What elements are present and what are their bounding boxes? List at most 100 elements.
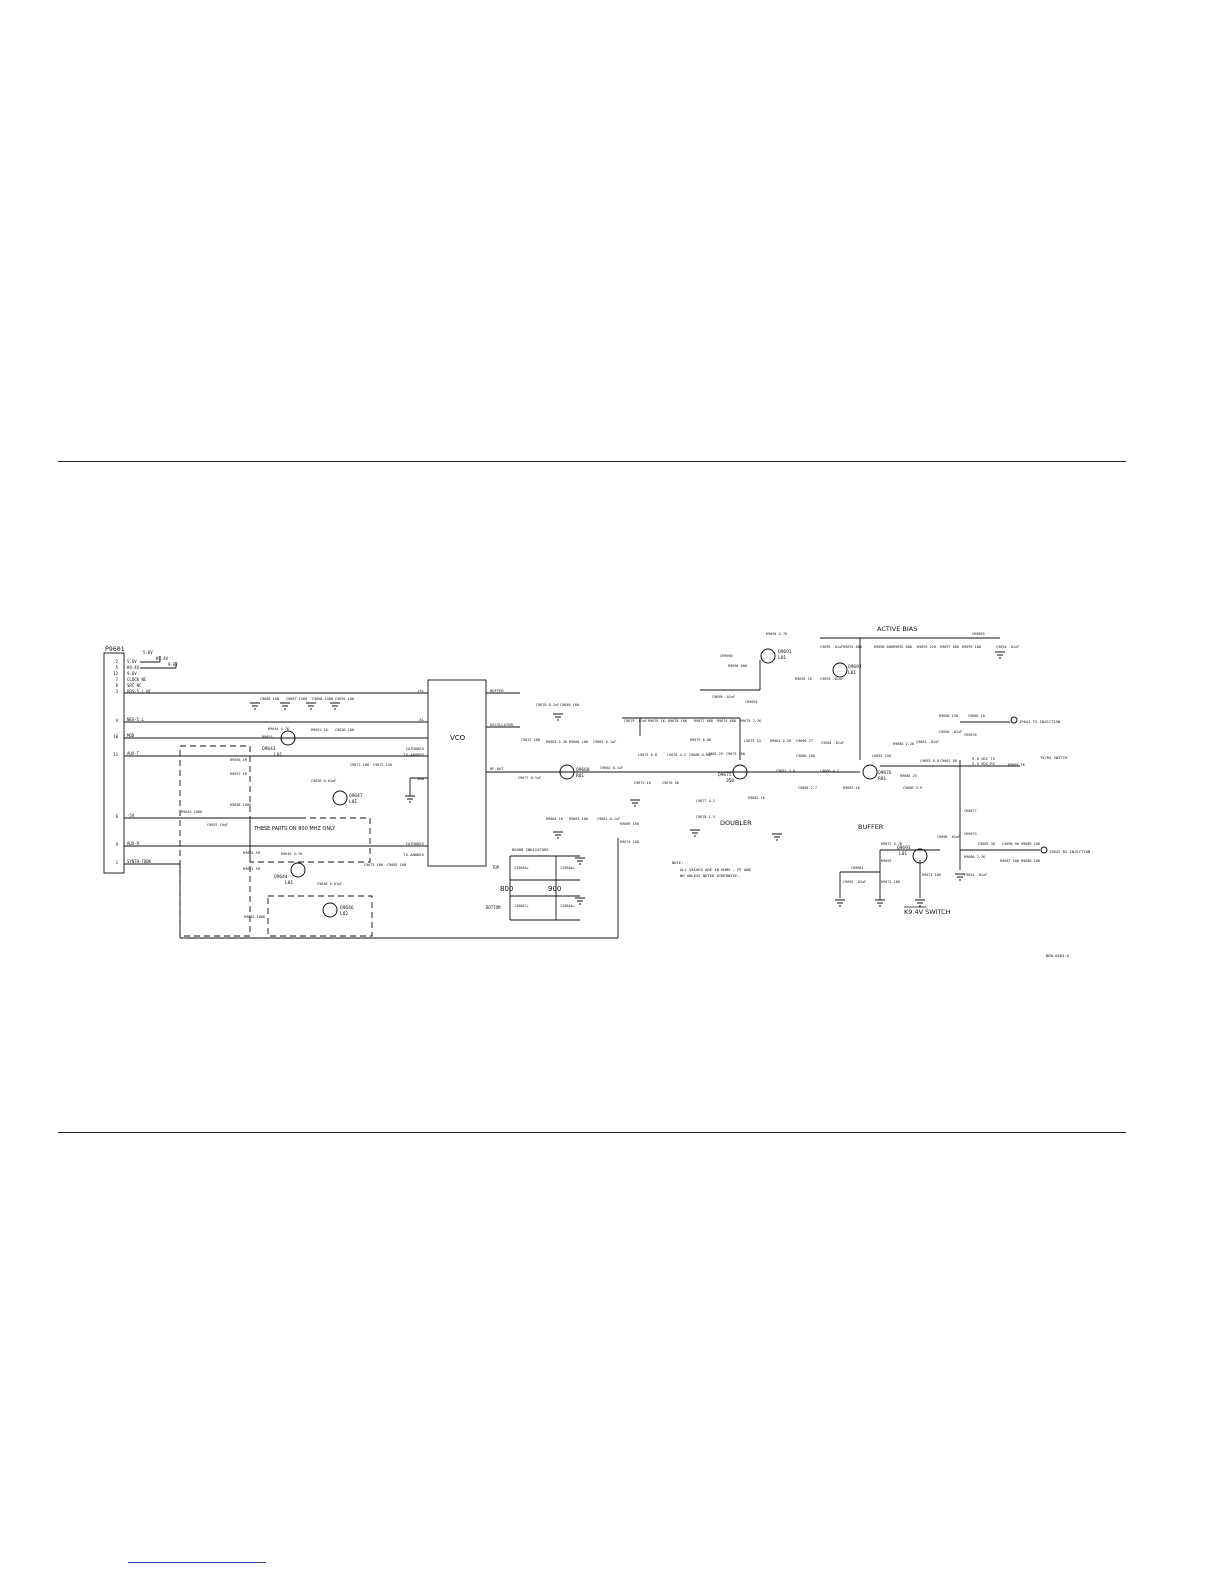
transistor-ref: Q9646 xyxy=(340,905,354,911)
transistor-ref: Q9693 xyxy=(897,845,911,851)
component-label: R9689 100 xyxy=(1021,842,1040,846)
transistor-ref: Q9691 xyxy=(778,649,792,655)
transistor-ref: Q9647 xyxy=(349,793,363,799)
component-label: R9697 680 xyxy=(940,645,959,649)
note-line: ALL VALUES ARE IN OHMS , PF AND xyxy=(680,867,752,872)
component-label: C9672 150 xyxy=(373,763,392,767)
transistor-type: L01 xyxy=(848,670,856,676)
pin-label: POS-5.L NC xyxy=(127,689,152,694)
top-divider xyxy=(58,461,1126,462)
transistor-q9675 xyxy=(732,764,748,780)
transistor-ref: Q9660 xyxy=(576,767,590,773)
component-label: C9684 .01uF xyxy=(821,741,844,745)
component-label: R9699 100 xyxy=(962,645,981,649)
indicator-label: J19646+ xyxy=(560,866,575,870)
component-label: C9681 3.9 xyxy=(776,769,795,773)
component-label: R9671 10K xyxy=(881,880,901,884)
component-label: R9674 680 xyxy=(717,719,736,723)
component-label: R9672 4.7K xyxy=(881,842,903,846)
pin-num: 9 xyxy=(116,842,119,847)
component-label: R9686 2.2K xyxy=(964,855,986,859)
pin-label: K9.4V xyxy=(127,665,140,670)
component-label: R9674 100 xyxy=(620,840,639,844)
component-label: C9685 2.7 xyxy=(798,786,817,790)
active-bias-label: ACTIVE BIAS xyxy=(877,625,917,633)
transistor-ref: Q9692 xyxy=(848,664,862,670)
component-label: R9676 1K xyxy=(648,719,666,723)
component-label: C9667 1500 xyxy=(286,697,307,701)
footer-link-underline xyxy=(128,1562,266,1563)
pin-label: AUX-R xyxy=(127,841,140,846)
component-label: R9693 220 xyxy=(917,645,936,649)
transistor-q9643 xyxy=(280,730,296,746)
transistor-type: L01 xyxy=(778,655,786,661)
pin-num: 12 xyxy=(113,671,118,676)
bottom-label: BOTTOM xyxy=(486,905,501,910)
component-label: C9668 10 xyxy=(968,714,985,718)
transistor-type: L01 xyxy=(285,880,293,886)
component-label: R9656 1M xyxy=(230,758,247,762)
component-label: L9675 6.8 xyxy=(638,753,657,757)
component-label: R9677 680 xyxy=(694,719,713,723)
component-label: C9692 .01uF xyxy=(843,880,866,884)
band-900-label: 900 xyxy=(548,885,561,893)
rx-injection-jack-icon xyxy=(1040,846,1048,854)
vco-pin: RF-OUT xyxy=(490,766,504,771)
component-label: CR9677 xyxy=(964,809,977,813)
component-label: R9692 680 xyxy=(893,645,912,649)
component-label: R9644 4.7K xyxy=(268,727,290,731)
pin-num: 11 xyxy=(113,752,118,757)
top-label: TOP xyxy=(492,865,500,870)
component-label: R9622 100K xyxy=(244,915,266,919)
component-label: R9683 2.2K xyxy=(546,740,568,744)
component-label: C9639 0.01uF xyxy=(311,779,336,783)
component-label: C9686 0.1uF xyxy=(689,753,712,757)
transistor-q9660 xyxy=(559,764,575,780)
switch-label: K9.4V SWITCH xyxy=(904,908,951,916)
component-label: C9695 .01uF xyxy=(820,645,843,649)
component-label: R9679 6.8K xyxy=(690,738,712,742)
component-label: C9673 100 xyxy=(364,863,383,867)
component-label: C9677 0.1uF xyxy=(518,776,541,780)
pin-label: CLOCK NC xyxy=(127,677,147,682)
component-label: C9638 0.01uF xyxy=(317,882,342,886)
transistor-q9692 xyxy=(832,662,848,678)
pin-num: 3 xyxy=(116,689,119,694)
connector-name: P9601 xyxy=(105,645,125,653)
component-label: C9693 .01uF xyxy=(820,677,843,681)
vco-pin: TX-ANODES xyxy=(403,752,424,757)
vco-pin: CATHODES xyxy=(406,746,425,751)
component-label: R9665 1K xyxy=(1008,763,1026,767)
component-label: L9660 4.2 xyxy=(820,769,839,773)
component-label: C9636 100 xyxy=(335,728,354,732)
component-label: L9679 53 xyxy=(744,739,761,743)
vco-pin: -5L xyxy=(417,717,425,722)
component-label: R9684 2.2K xyxy=(893,742,915,746)
transistor-ref: Q9643 xyxy=(262,746,276,752)
component-label: C9606 3.9 xyxy=(903,786,922,790)
transistor-type: L01 xyxy=(899,851,907,857)
component-label: C9662 0.1uF xyxy=(600,766,623,770)
component-label: CR9690 xyxy=(720,654,733,658)
component-label: C9635 100 xyxy=(335,697,354,701)
component-label: R9683 1K xyxy=(843,786,861,790)
pin-num: 6 xyxy=(116,814,119,819)
pin-num: 1 xyxy=(116,860,119,865)
component-label: R9692 xyxy=(881,859,892,863)
component-label: R9681 2.2K xyxy=(770,739,792,743)
component-label: L9677 4.2 xyxy=(696,799,715,803)
800mhz-note: THESE PARTS ON 800 MHZ ONLY xyxy=(253,826,336,832)
vco-title: VCO xyxy=(450,734,466,742)
component-label: R9685 25 xyxy=(900,774,917,778)
component-label: C9698 .01uF xyxy=(937,835,960,839)
component-label: C9680 100 xyxy=(796,754,815,758)
component-label: CR9676 xyxy=(964,733,977,737)
component-label: R9695 1K xyxy=(795,677,813,681)
component-label: R9696 680 xyxy=(728,664,747,668)
indicator-label: J19648+ xyxy=(560,904,575,908)
component-label: C9696 27 xyxy=(796,739,813,743)
band-800-label: 800 xyxy=(500,885,513,893)
component-label: C9670 0.1uF xyxy=(536,703,559,707)
component-label: L9683 6.8 xyxy=(920,759,939,763)
component-label: R9621 1M xyxy=(243,867,260,871)
